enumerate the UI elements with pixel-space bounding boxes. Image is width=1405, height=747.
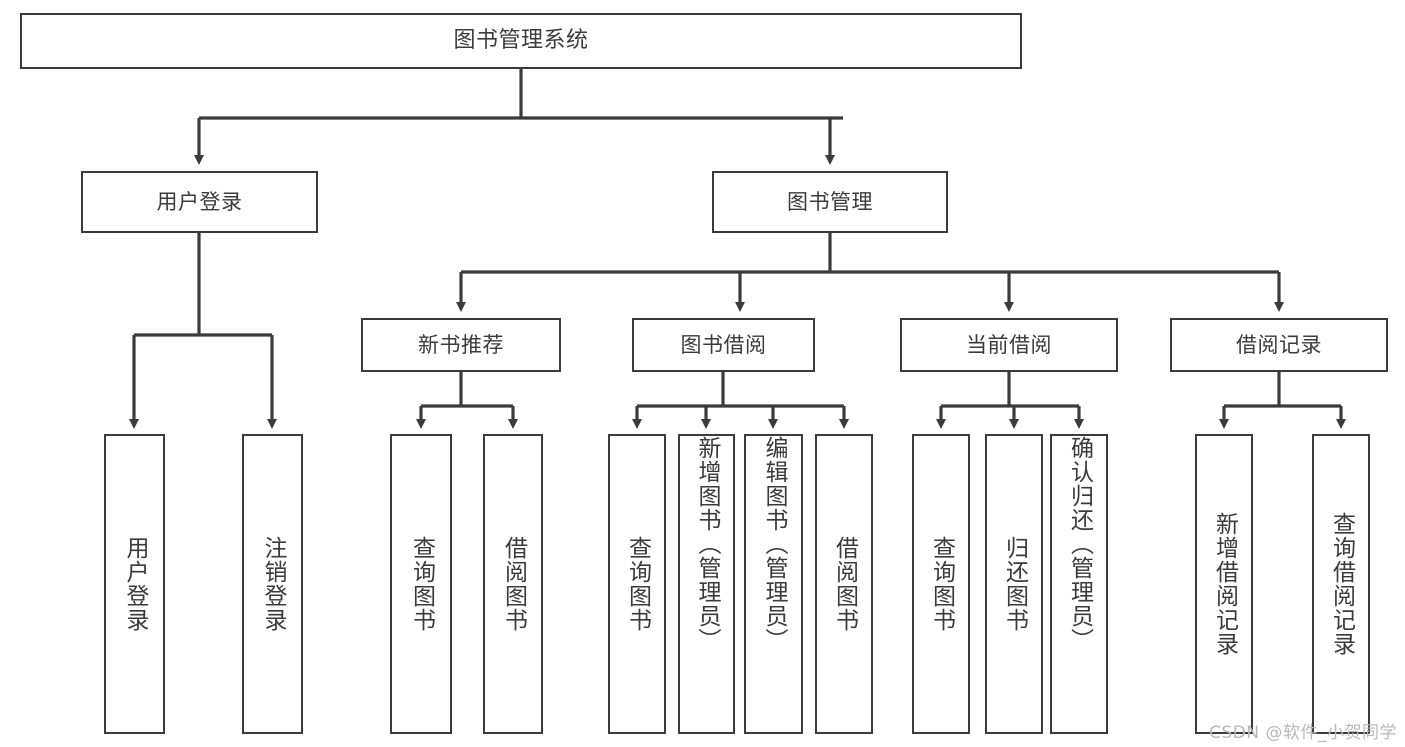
node-book-manage-label: 图书管理 [787,189,873,214]
node-leaf-query-record[interactable]: 查询借阅记录 [1312,434,1370,734]
node-book-manage[interactable]: 图书管理 [712,171,948,233]
node-new-book-recommend-label: 新书推荐 [418,332,504,357]
node-leaf-add-book-label: 新增图书（管理员） [694,436,720,652]
node-leaf-return-book[interactable]: 归还图书 [985,434,1043,734]
node-leaf-query-book-cur[interactable]: 查询图书 [912,434,970,734]
node-leaf-borrow-book-label: 借阅图书 [831,536,858,632]
node-borrow-record[interactable]: 借阅记录 [1170,318,1388,372]
node-leaf-borrow-book[interactable]: 借阅图书 [815,434,873,734]
node-leaf-logout[interactable]: 注销登录 [242,434,303,734]
watermark: CSDN @软件_小贺同学 [1209,723,1397,743]
node-leaf-query-record-label: 查询借阅记录 [1328,512,1355,656]
node-leaf-query-book-label: 查询图书 [624,536,651,632]
node-leaf-user-login[interactable]: 用户登录 [104,434,165,734]
node-user-login[interactable]: 用户登录 [81,171,318,233]
node-leaf-add-record-label: 新增借阅记录 [1211,512,1238,656]
node-leaf-query-book-rec[interactable]: 查询图书 [390,434,452,734]
node-root[interactable]: 图书管理系统 [20,13,1022,69]
node-book-borrow-label: 图书借阅 [680,332,767,357]
node-current-borrow[interactable]: 当前借阅 [900,318,1118,372]
node-leaf-add-book[interactable]: 新增图书（管理员） [678,434,735,734]
node-borrow-record-label: 借阅记录 [1236,332,1322,357]
node-leaf-query-book-rec-label: 查询图书 [408,536,435,632]
node-root-label: 图书管理系统 [453,28,589,54]
node-leaf-query-book[interactable]: 查询图书 [608,434,666,734]
node-book-borrow[interactable]: 图书借阅 [632,318,815,372]
node-leaf-edit-book[interactable]: 编辑图书（管理员） [744,434,803,734]
node-new-book-recommend[interactable]: 新书推荐 [361,318,561,372]
node-leaf-edit-book-label: 编辑图书（管理员） [761,436,787,652]
node-leaf-borrow-book-rec[interactable]: 借阅图书 [483,434,543,734]
node-user-login-label: 用户登录 [156,189,243,214]
node-leaf-query-book-cur-label: 查询图书 [928,536,955,632]
node-leaf-confirm-return-label: 确认归还（管理员） [1066,436,1093,652]
node-current-borrow-label: 当前借阅 [966,332,1052,357]
node-leaf-user-login-label: 用户登录 [122,536,148,632]
node-leaf-logout-label: 注销登录 [260,536,286,632]
node-leaf-borrow-book-rec-label: 借阅图书 [500,536,527,632]
node-leaf-return-book-label: 归还图书 [1001,536,1028,632]
node-leaf-confirm-return[interactable]: 确认归还（管理员） [1050,434,1108,734]
node-leaf-add-record[interactable]: 新增借阅记录 [1195,434,1253,734]
